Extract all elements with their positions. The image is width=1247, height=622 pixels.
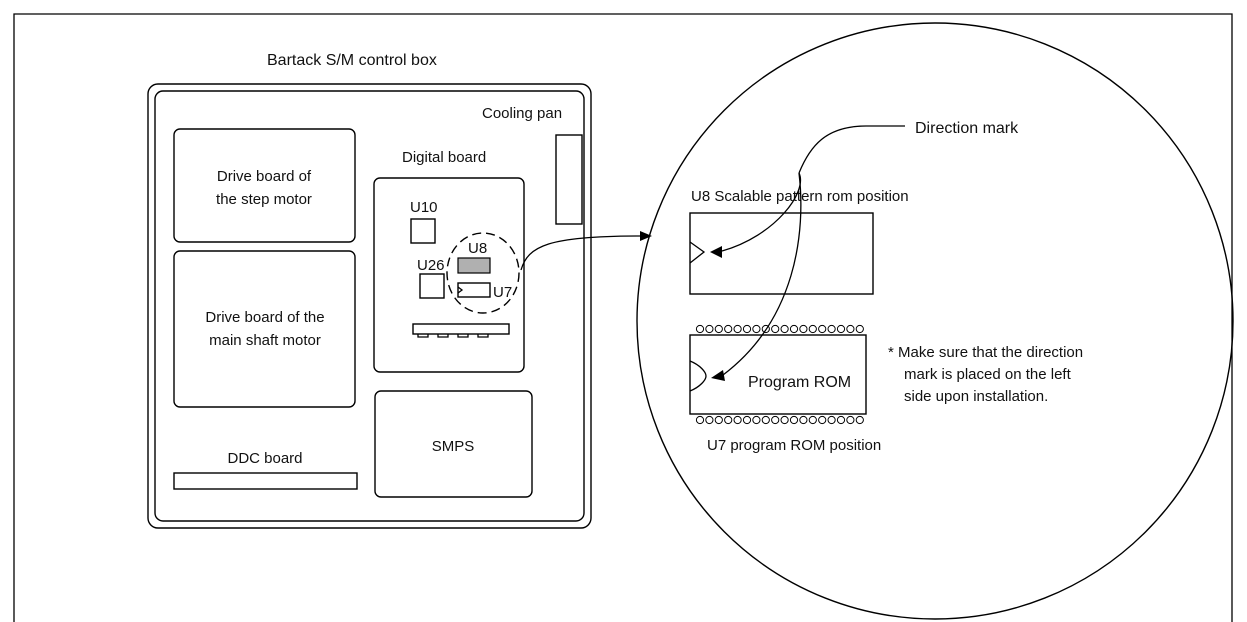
rom-pin	[789, 324, 799, 334]
rom-pin	[808, 324, 817, 334]
cooling-fan-label: Cooling pan	[482, 105, 562, 122]
rom-pin	[695, 324, 705, 334]
rom-pin	[742, 324, 752, 334]
detail-view: Direction mark U8 Scalable pattern rom p…	[636, 22, 1234, 620]
rom-highlight-circle	[446, 232, 520, 314]
rom-pin	[836, 415, 846, 425]
rom-pin	[780, 415, 789, 425]
digital-board	[373, 177, 525, 373]
rom-pin	[761, 415, 770, 425]
installation-note-line3: side upon installation.	[904, 388, 1048, 405]
smps-label: SMPS	[432, 438, 475, 455]
program-rom-label: Program ROM	[748, 374, 851, 391]
rom-pin	[836, 324, 846, 334]
chip-u26-label: U26	[417, 257, 445, 274]
rom-pin	[771, 324, 780, 334]
page-frame	[13, 13, 1233, 622]
main-shaft-board-label-line1: Drive board of the	[205, 309, 324, 326]
main-shaft-board-label-line2: main shaft motor	[209, 332, 321, 349]
direction-mark-label: Direction mark	[915, 120, 1019, 137]
rom-pin	[808, 415, 817, 425]
smps-unit	[374, 390, 533, 498]
rom-pin	[827, 415, 836, 425]
rom-pin	[846, 415, 855, 425]
control-box: Bartack S/M control box Cooling pan Driv…	[147, 52, 592, 529]
chip-u7-label: U7	[493, 284, 512, 301]
rom-pin	[818, 415, 827, 425]
program-rom-direction-notch	[689, 360, 707, 392]
rom-pin	[827, 324, 836, 334]
chip-u10-label: U10	[410, 199, 438, 216]
step-motor-drive-board	[173, 128, 356, 243]
detail-circle	[636, 22, 1234, 620]
rom-pin	[714, 415, 723, 425]
program-rom-bottom-pins	[695, 415, 864, 425]
rom-pin	[705, 324, 714, 334]
rom-pin	[789, 415, 799, 425]
detail-pointer-arrow	[520, 231, 652, 271]
program-rom-top-pins	[695, 324, 864, 334]
direction-mark-leader-line	[798, 125, 905, 174]
rom-pin	[855, 415, 864, 425]
direction-arrowhead-u8	[710, 246, 722, 258]
direction-arrow-to-program-rom	[722, 172, 802, 376]
chip-u8	[457, 257, 491, 274]
rom-pin	[724, 415, 733, 425]
rom-pin	[846, 324, 855, 334]
rom-pin	[742, 415, 752, 425]
main-shaft-drive-board	[173, 250, 356, 408]
chip-u7-notch	[457, 286, 464, 294]
installation-note-line1: * Make sure that the direction	[888, 344, 1083, 361]
direction-arrowhead-program-rom	[711, 370, 725, 381]
rom-pin	[780, 324, 789, 334]
rom-pin	[705, 415, 714, 425]
rom-pin	[799, 324, 808, 334]
ddc-board-label: DDC board	[227, 450, 302, 467]
digital-board-label: Digital board	[402, 149, 486, 166]
rom-pin	[771, 415, 780, 425]
rom-pin	[799, 415, 808, 425]
digital-board-connector	[412, 323, 510, 338]
installation-note-line2: mark is placed on the left	[904, 366, 1072, 383]
rom-pin	[733, 415, 742, 425]
step-motor-board-label-line1: Drive board of	[217, 168, 312, 185]
rom-pin	[733, 324, 742, 334]
u8-position-label: U8 Scalable pattern rom position	[691, 188, 909, 205]
rom-pin	[724, 324, 733, 334]
rom-pin	[695, 415, 705, 425]
chip-u8-label: U8	[468, 240, 487, 257]
cooling-fan	[555, 134, 583, 225]
chip-u10	[410, 218, 436, 244]
step-motor-board-label-line2: the step motor	[216, 191, 312, 208]
rom-pin	[752, 415, 761, 425]
u8-direction-notch	[689, 241, 706, 264]
chip-u26	[419, 273, 445, 299]
rom-pin	[752, 324, 761, 334]
chip-u7	[457, 282, 491, 298]
control-box-title: Bartack S/M control box	[267, 52, 437, 69]
rom-pin	[818, 324, 827, 334]
rom-pin	[714, 324, 723, 334]
u7-position-label: U7 program ROM position	[707, 437, 881, 454]
ddc-board	[173, 472, 358, 490]
rom-pin	[855, 324, 864, 334]
